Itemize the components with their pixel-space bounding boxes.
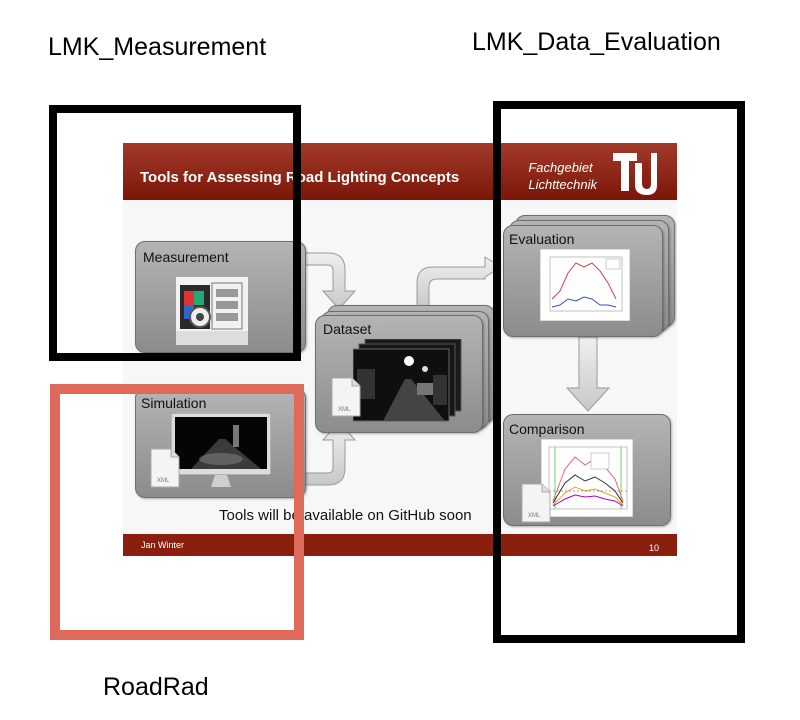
simulation-panel-title: Simulation <box>141 395 207 411</box>
footer-page-number: 10 <box>648 543 659 553</box>
arrow-dataset-to-evaluation <box>416 256 502 310</box>
arrow-evaluation-to-comparison <box>565 336 611 412</box>
lmk-measurement-box <box>49 105 301 361</box>
tu-berlin-logo-icon: berlin <box>613 153 657 195</box>
roadrad-box <box>50 384 304 640</box>
comparison-xml-file-label: XML <box>528 513 541 519</box>
slide-footer <box>123 534 677 556</box>
comparison-chart-icon <box>541 439 633 517</box>
evaluation-chart-icon <box>540 249 630 321</box>
roadrad-label: RoadRad <box>103 673 209 701</box>
dataset-xml-file-label: XML <box>338 407 351 413</box>
slide-header <box>123 143 677 200</box>
lmk-measurement-label: LMK_Measurement <box>48 33 267 61</box>
department-logo-text: Fachgebiet Lichttechnik <box>528 159 597 193</box>
logo-line-1: Fachgebiet <box>528 160 593 175</box>
lmk-data-evaluation-label: LMK_Data_Evaluation <box>472 28 721 56</box>
luminance-camera-icon <box>176 277 248 345</box>
footer-author: Jan Winter <box>141 540 185 550</box>
github-note: Tools will be available on GitHub soon <box>219 507 472 524</box>
measurement-panel-title: Measurement <box>143 249 229 265</box>
comparison-xml-file-icon: XML <box>521 483 551 523</box>
road-photo-stack-icon <box>353 339 462 422</box>
arrow-measurement-to-dataset <box>302 252 357 310</box>
dataset-xml-file-icon: XML <box>331 377 361 417</box>
logo-line-2: Lichttechnik <box>528 177 597 192</box>
xml-file-label: XML <box>157 478 170 484</box>
lmk-data-evaluation-box <box>493 101 745 643</box>
logo-side-text: berlin <box>643 162 650 179</box>
xml-file-icon: XML <box>150 448 180 488</box>
slide: Tools for Assessing Road Lighting Concep… <box>123 143 677 556</box>
simulation-monitor-icon <box>171 413 271 487</box>
dataset-panel-title: Dataset <box>323 321 372 337</box>
evaluation-panel-title: Evaluation <box>509 231 575 247</box>
comparison-panel-title: Comparison <box>509 421 585 437</box>
